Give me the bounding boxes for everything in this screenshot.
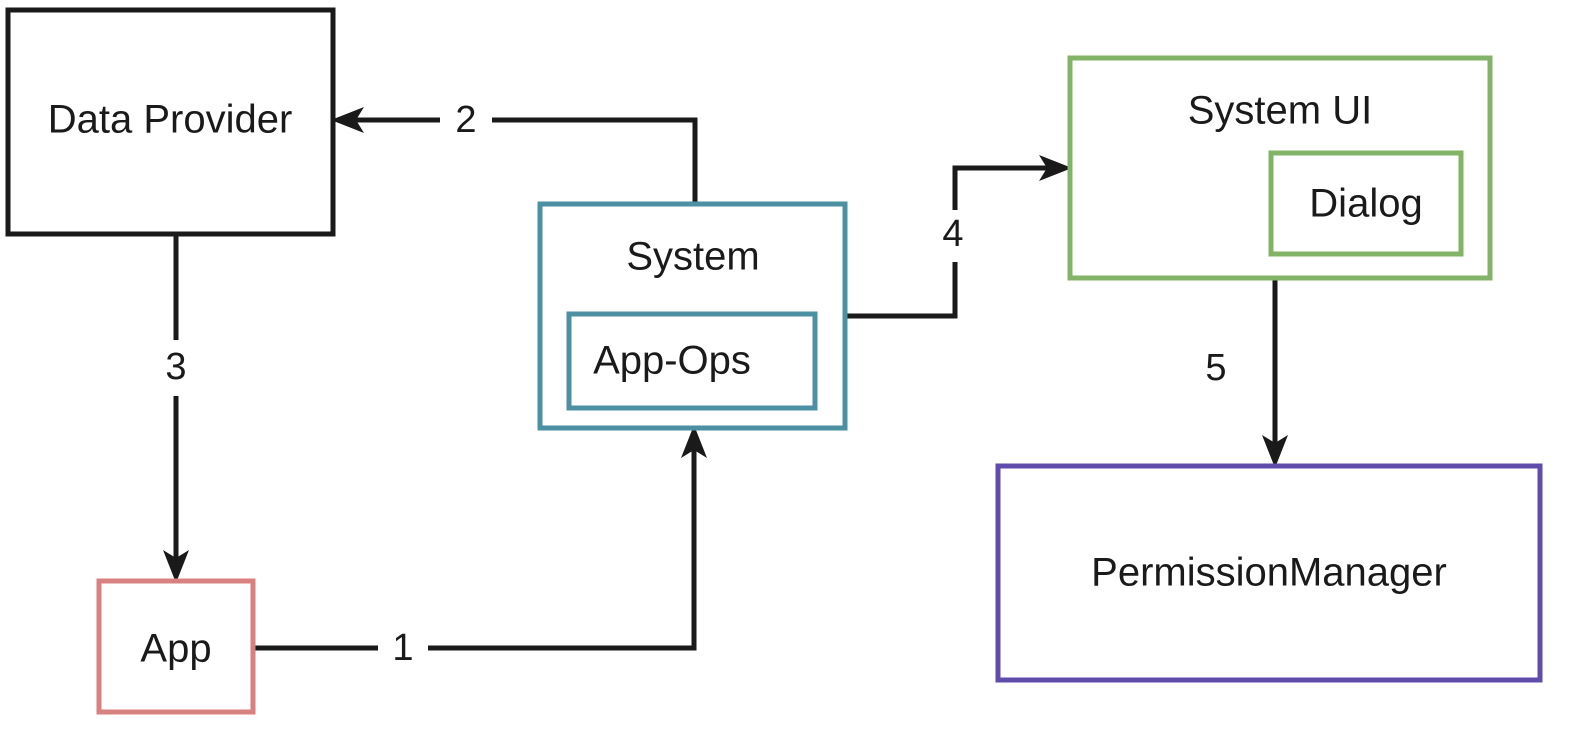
- app-ops-label: App-Ops: [593, 339, 751, 383]
- edge-4[interactable]: 4: [843, 155, 1072, 319]
- dialog-box: [1268, 150, 1464, 257]
- edges-layer: 1 2 3 4: [163, 99, 1288, 669]
- app-ops-box: [566, 311, 818, 411]
- edge-3-arrowhead-icon: [163, 550, 189, 583]
- edge-1[interactable]: 1: [253, 425, 707, 669]
- edge-1-label: 1: [392, 627, 413, 669]
- node-dialog[interactable]: Dialog: [1268, 150, 1464, 257]
- permission-manager-box: [995, 463, 1543, 683]
- edge-5[interactable]: 5: [1205, 278, 1288, 468]
- data-provider-label: Data Provider: [48, 98, 293, 142]
- edge-2-line-a: [492, 117, 698, 206]
- edge-3-label: 3: [165, 346, 186, 388]
- node-app-ops[interactable]: App-Ops: [566, 311, 818, 411]
- edge-4-arrowhead-icon: [1039, 155, 1072, 181]
- edge-2-arrowhead-icon: [331, 107, 364, 133]
- node-app[interactable]: App: [96, 578, 256, 715]
- system-ui-label: System UI: [1188, 89, 1372, 133]
- edge-3[interactable]: 3: [163, 234, 189, 583]
- app-label: App: [140, 627, 211, 671]
- edge-1-arrowhead-icon: [681, 425, 707, 458]
- node-data-provider[interactable]: Data Provider: [5, 7, 336, 237]
- edge-1-line-b: [428, 450, 697, 651]
- nodes-layer: Data Provider System App-Ops System UI D…: [5, 7, 1543, 715]
- edge-2[interactable]: 2: [331, 99, 698, 206]
- edge-4-label: 4: [942, 213, 963, 255]
- app-box: [96, 578, 256, 715]
- edge-5-label: 5: [1205, 347, 1226, 389]
- edge-2-label: 2: [455, 99, 476, 141]
- edge-5-arrowhead-icon: [1262, 435, 1288, 468]
- edge-4-line-a: [843, 262, 958, 319]
- system-label: System: [626, 235, 759, 279]
- edge-4-line-b: [952, 165, 1047, 210]
- permission-manager-label: PermissionManager: [1091, 551, 1447, 595]
- node-permission-manager[interactable]: PermissionManager: [995, 463, 1543, 683]
- data-provider-box: [5, 7, 336, 237]
- dialog-label: Dialog: [1309, 182, 1422, 226]
